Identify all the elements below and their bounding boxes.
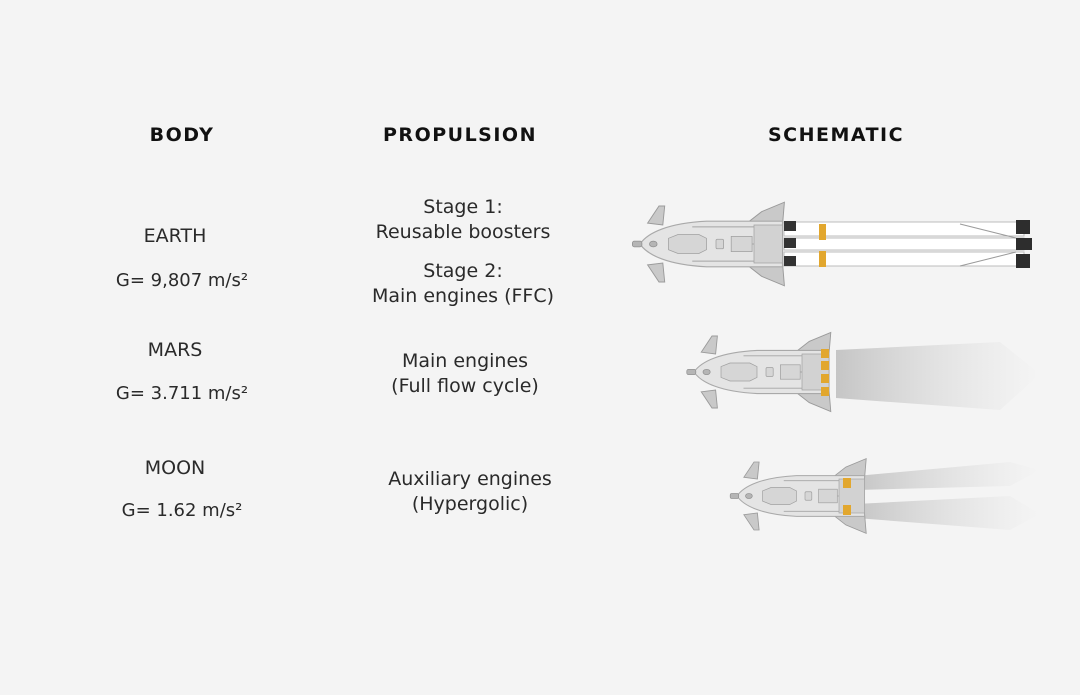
- gravity-mars: G= 3.711 m/s²: [115, 383, 249, 404]
- propulsion-moon-line2: (Hypergolic): [411, 493, 529, 515]
- propulsion-moon-line1: Auxiliary engines: [388, 468, 552, 490]
- propulsion-moon: Auxiliary engines (Hypergolic): [388, 467, 552, 517]
- mars-engine-2: [821, 361, 829, 370]
- gravity-moon: G= 1.62 m/s²: [121, 500, 243, 521]
- earth-ship: [631, 201, 785, 287]
- booster-stack: [783, 220, 1032, 268]
- propulsion-mars-line2: (Full flow cycle): [391, 375, 539, 397]
- moon-ship: [729, 458, 867, 534]
- moon-plume-top: [856, 462, 1040, 490]
- moon-plume-bottom: [856, 496, 1040, 530]
- propulsion-earth-stage2-desc: Main engines (FFC): [371, 285, 555, 307]
- propulsion-mars-line1: Main engines: [401, 350, 529, 372]
- mars-engine-4: [821, 387, 829, 396]
- body-moon: MOON: [144, 457, 206, 479]
- mars-engine-1: [821, 349, 829, 358]
- moon-engine-top: [843, 478, 851, 488]
- booster-band-top: [819, 224, 826, 240]
- propulsion-mars: Main engines (Full flow cycle): [391, 349, 539, 399]
- body-earth: EARTH: [143, 225, 207, 247]
- header-propulsion: PROPULSION: [383, 124, 537, 146]
- propulsion-earth-stage1-desc: Reusable boosters: [375, 221, 551, 243]
- booster-band-bottom: [819, 251, 826, 267]
- mars-engine-3: [821, 374, 829, 383]
- header-schematic: SCHEMATIC: [767, 124, 905, 146]
- propulsion-earth-stage2: Stage 2: Main engines (FFC): [372, 259, 554, 309]
- header-body: BODY: [149, 124, 215, 146]
- propulsion-earth-stage1-title: Stage 1:: [423, 196, 503, 218]
- propulsion-earth-stage1: Stage 1: Reusable boosters: [376, 195, 551, 245]
- mars-plume: [836, 342, 1040, 410]
- moon-engine-bottom: [843, 505, 851, 515]
- propulsion-earth-stage2-title: Stage 2:: [423, 260, 503, 282]
- gravity-earth: G= 9,807 m/s²: [115, 270, 249, 291]
- body-mars: MARS: [147, 339, 203, 361]
- moon-schematic: [729, 458, 1040, 534]
- earth-schematic: [631, 201, 1032, 287]
- mars-ship: [686, 331, 832, 413]
- mars-schematic: [686, 331, 1040, 413]
